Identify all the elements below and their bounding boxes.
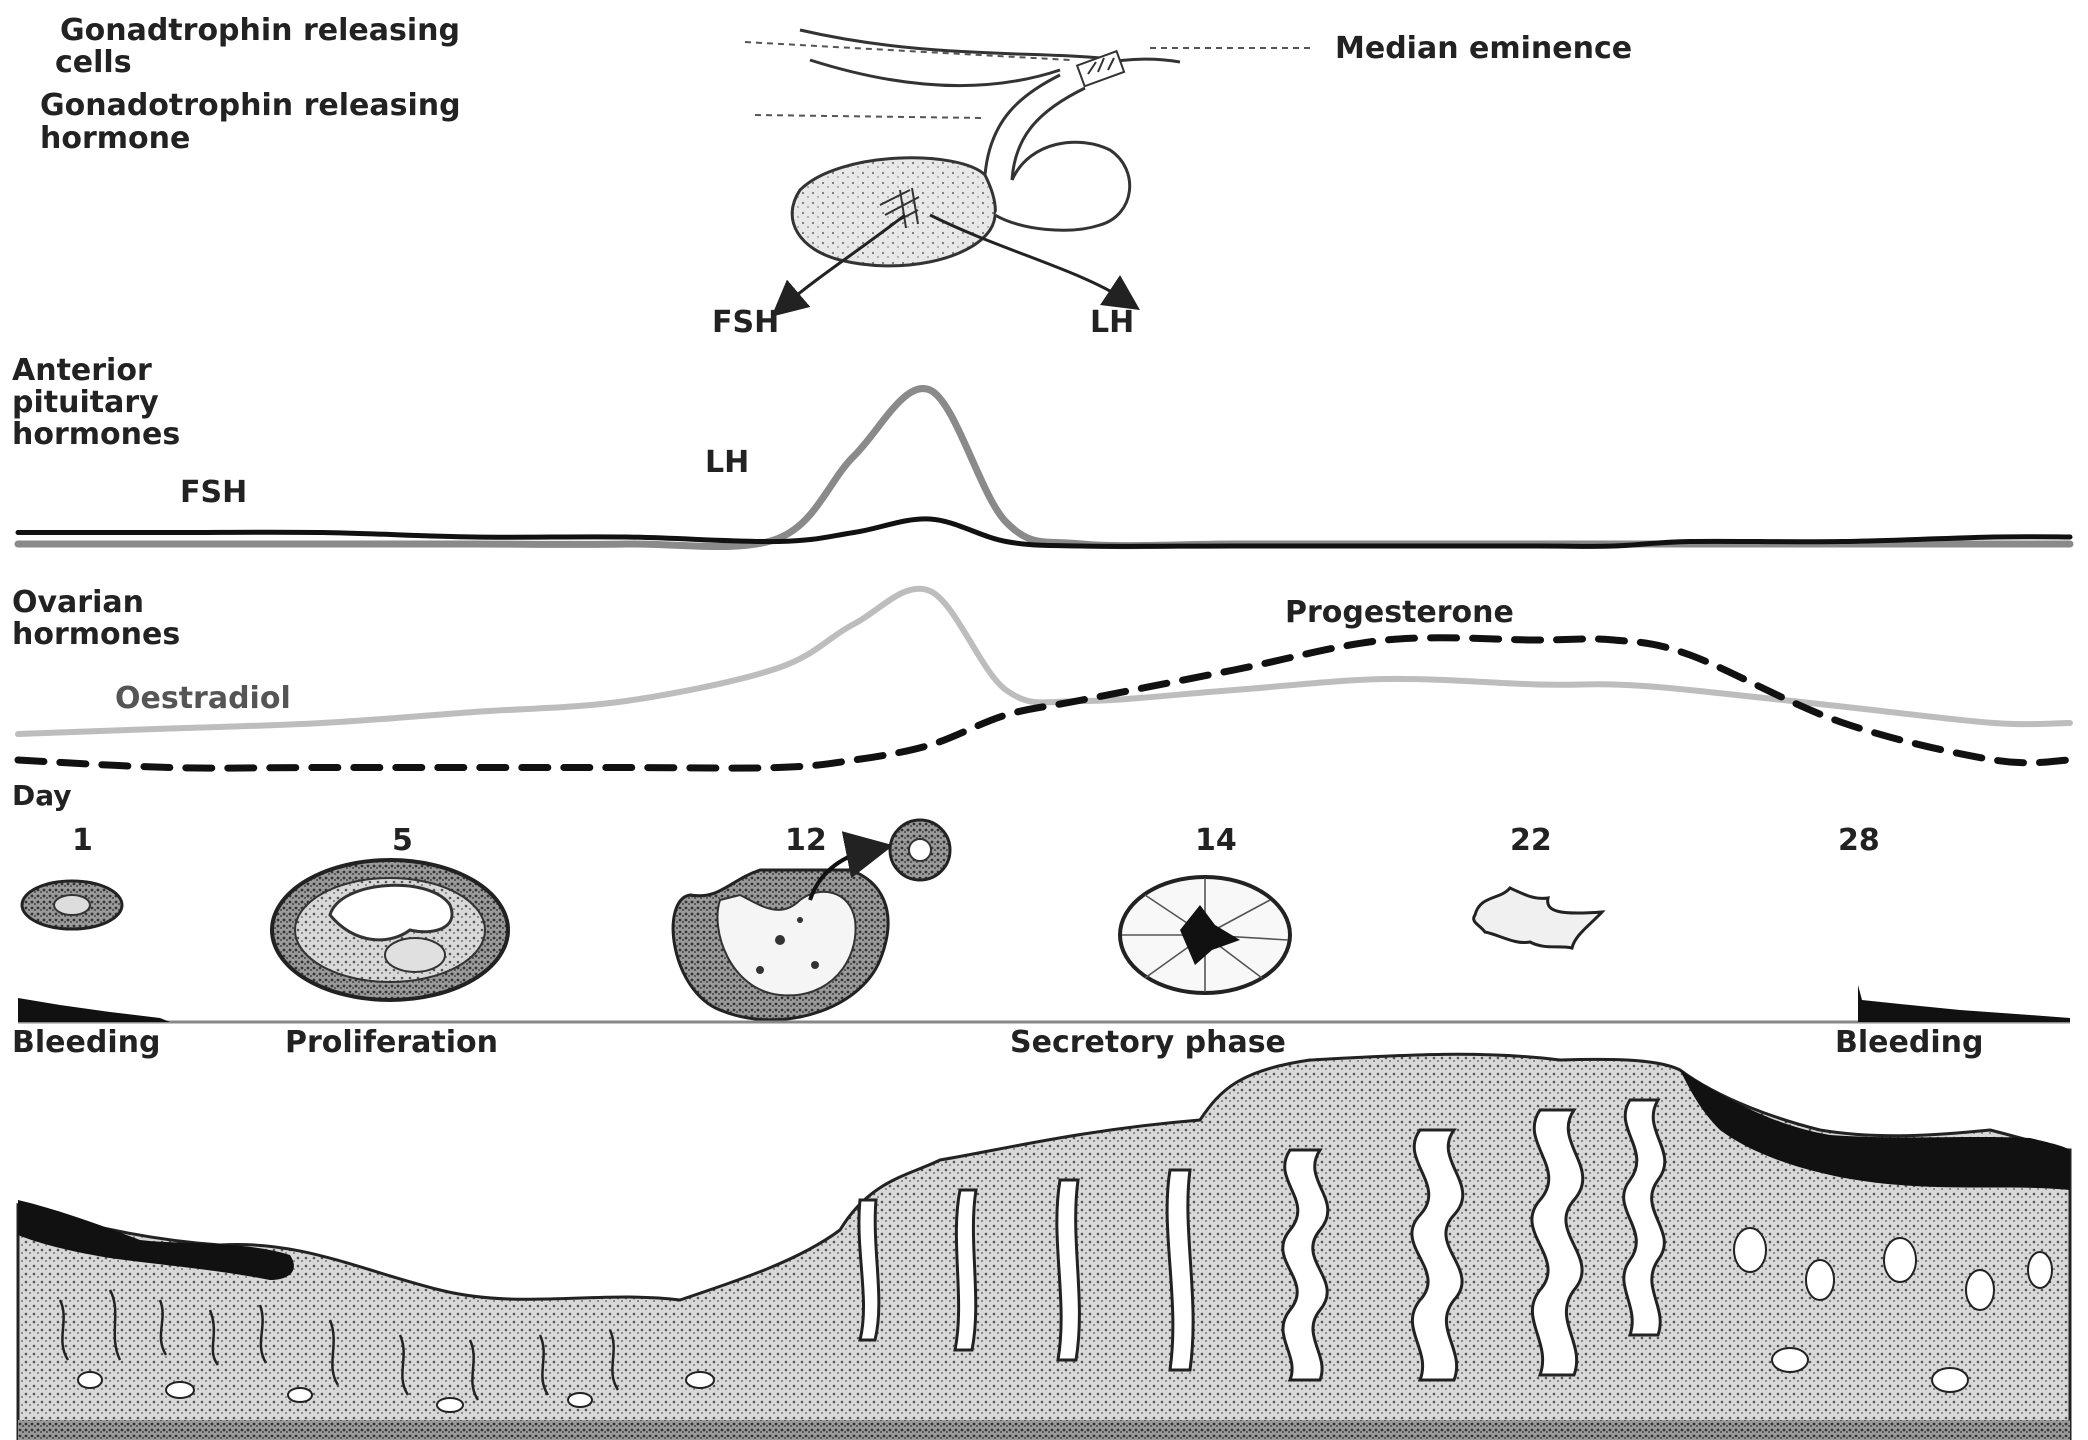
ovarian-hormone-lines — [18, 589, 2070, 768]
series-line-lh — [18, 389, 2070, 547]
endometrium-illustration — [18, 1054, 2070, 1440]
lh-series-label: LH — [705, 445, 749, 480]
pituitary-heading-3: hormones — [12, 417, 180, 452]
follicle-day-5 — [272, 860, 508, 1000]
day-12-label: 12 — [785, 823, 827, 858]
day-1-label: 1 — [72, 823, 93, 858]
series-line-oestradiol — [18, 589, 2070, 734]
fsh-series-label: FSH — [180, 475, 247, 510]
fsh-arrow-label: FSH — [712, 305, 779, 340]
ovarian-heading-2: hormones — [12, 617, 180, 652]
gnrh-hormone-label-2: hormone — [40, 121, 190, 156]
phase-secretory: Secretory phase — [1010, 1025, 1286, 1060]
pituitary-heading-1: Anterior — [12, 353, 152, 388]
oestradiol-series-label: Oestradiol — [115, 681, 291, 716]
follicle-day-1 — [22, 881, 122, 929]
gnrh-cells-label-1: Gonadtrophin releasing — [60, 13, 460, 48]
progesterone-series-label: Progesterone — [1285, 595, 1514, 630]
follicle-day-14 — [1120, 877, 1290, 993]
day-heading: Day — [12, 779, 72, 812]
ovarian-heading-1: Ovarian — [12, 585, 144, 620]
phase-proliferation: Proliferation — [285, 1025, 498, 1060]
follicle-day-22 — [1474, 888, 1602, 948]
gnrh-hormone-label-1: Gonadotrophin releasing — [40, 88, 461, 123]
day-14-label: 14 — [1195, 823, 1237, 858]
lh-arrow-label: LH — [1090, 305, 1134, 340]
phase-bleeding-start: Bleeding — [12, 1025, 160, 1060]
day-22-label: 22 — [1510, 823, 1552, 858]
pituitary-illustration — [745, 30, 1310, 305]
day-28-label: 28 — [1838, 823, 1880, 858]
gnrh-cells-label-2: cells — [55, 45, 132, 80]
pituitary-hormone-lines — [18, 389, 2070, 547]
day-5-label: 5 — [392, 823, 413, 858]
pituitary-heading-2: pituitary — [12, 385, 159, 420]
phase-bleeding-end: Bleeding — [1835, 1025, 1983, 1060]
median-eminence-label: Median eminence — [1335, 31, 1632, 66]
